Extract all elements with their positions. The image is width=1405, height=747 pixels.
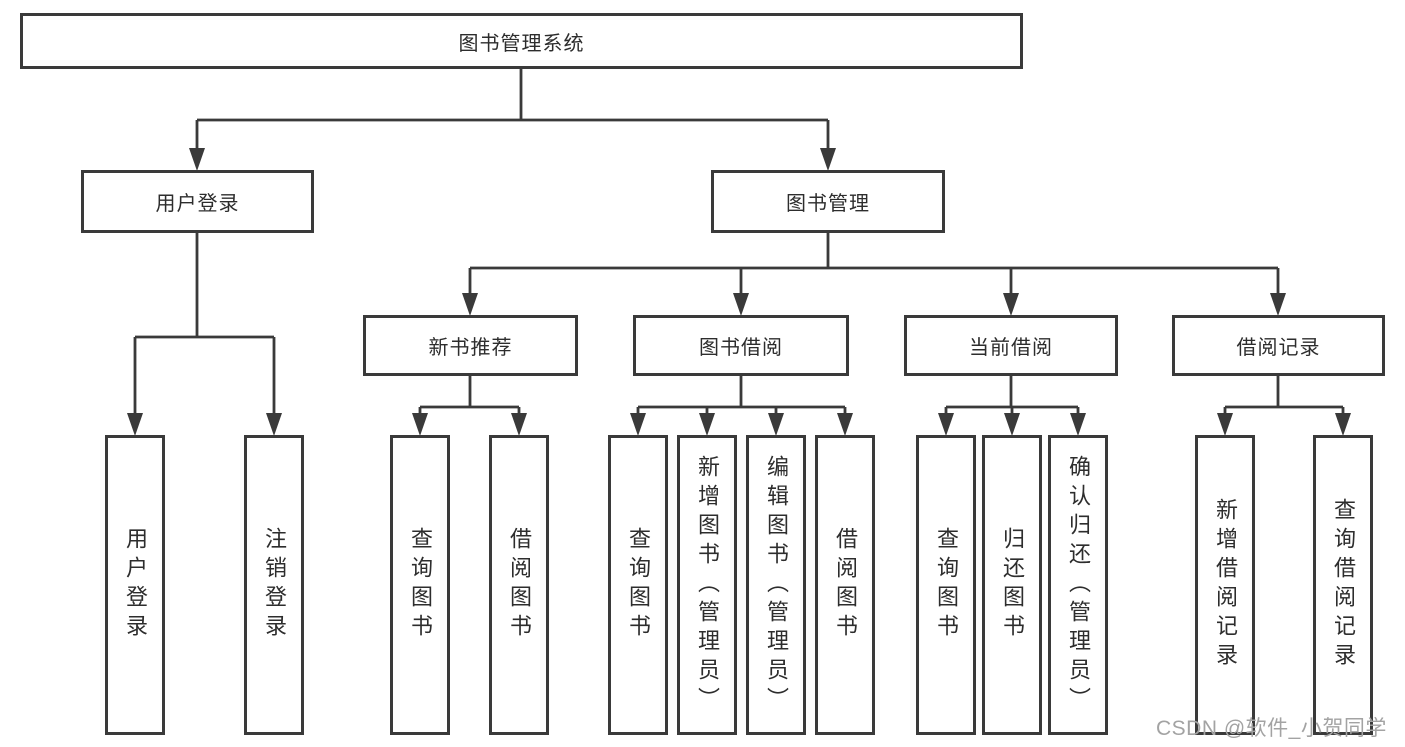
leaf-records-add-record: 新增借阅记录 — [1195, 435, 1255, 735]
node-borrow-records: 借阅记录 — [1172, 315, 1385, 376]
node-new-book-recommend: 新书推荐 — [363, 315, 578, 376]
leaf-label: 注销登录 — [262, 527, 287, 643]
node-library-system: 图书管理系统 — [20, 13, 1023, 69]
leaf-label: 编辑图书（管理员） — [764, 454, 789, 716]
csdn-watermark: CSDN @软件_小贺同学 — [1156, 717, 1387, 740]
leaf-label: 确认归还（管理员） — [1066, 454, 1091, 716]
leaf-label: 查询借阅记录 — [1331, 498, 1356, 672]
leaf-borrow-borrow-books: 借阅图书 — [815, 435, 875, 735]
node-label: 图书借阅 — [699, 337, 783, 359]
node-book-management: 图书管理 — [711, 170, 945, 233]
leaf-label: 借阅图书 — [507, 527, 532, 643]
leaf-user-login: 用户登录 — [105, 435, 165, 735]
node-label: 借阅记录 — [1236, 337, 1321, 359]
leaf-label: 查询图书 — [626, 527, 651, 643]
leaf-current-confirm-return-admin: 确认归还（管理员） — [1048, 435, 1108, 735]
leaf-label: 借阅图书 — [833, 527, 858, 643]
node-current-borrow: 当前借阅 — [904, 315, 1118, 376]
leaf-label: 用户登录 — [123, 527, 148, 643]
leaf-label: 新增图书（管理员） — [695, 454, 720, 716]
leaf-label: 新增借阅记录 — [1213, 498, 1238, 672]
node-label: 当前借阅 — [969, 337, 1053, 359]
node-label: 图书管理系统 — [458, 32, 585, 55]
leaf-label: 查询图书 — [934, 527, 959, 643]
leaf-current-query-books: 查询图书 — [916, 435, 976, 735]
leaf-current-return-books: 归还图书 — [982, 435, 1042, 735]
node-user-login: 用户登录 — [81, 170, 314, 233]
node-label: 新书推荐 — [428, 337, 513, 359]
node-label: 图书管理 — [786, 193, 870, 215]
node-label: 用户登录 — [155, 193, 240, 215]
leaf-newbooks-query-books: 查询图书 — [390, 435, 450, 735]
leaf-borrow-add-books-admin: 新增图书（管理员） — [677, 435, 737, 735]
leaf-label: 查询图书 — [408, 527, 433, 643]
leaf-label: 归还图书 — [1000, 527, 1025, 643]
leaf-borrow-edit-books-admin: 编辑图书（管理员） — [746, 435, 806, 735]
leaf-logout-login: 注销登录 — [244, 435, 304, 735]
leaf-records-query-record: 查询借阅记录 — [1313, 435, 1373, 735]
leaf-borrow-query-books: 查询图书 — [608, 435, 668, 735]
leaf-newbooks-borrow-books: 借阅图书 — [489, 435, 549, 735]
node-book-borrow: 图书借阅 — [633, 315, 849, 376]
